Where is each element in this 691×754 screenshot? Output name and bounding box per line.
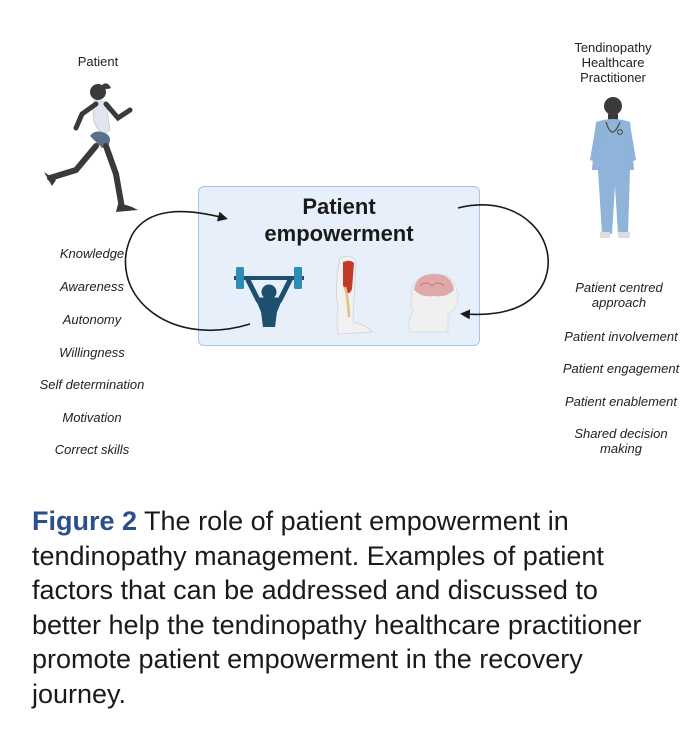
cycle-arrow-right-icon: [457, 204, 549, 320]
empowerment-title-line: Patient: [302, 194, 376, 219]
practitioner-factor: Patient engagement: [546, 361, 691, 376]
practitioner-factor: Shared decision making: [546, 426, 691, 456]
practitioner-label-line: Tendinopathy: [574, 40, 652, 55]
patient-factor: Motivation: [62, 410, 122, 425]
practitioner-factor-line: approach: [591, 295, 647, 310]
practitioner-factor-line: Patient engagement: [562, 361, 680, 376]
weightlifter-icon: [234, 267, 304, 327]
brain-head-icon: [408, 273, 459, 333]
practitioner-factor: Patient involvement: [546, 329, 691, 344]
practitioner-label-line: Healthcare: [581, 55, 645, 70]
empowerment-title: Patient empowerment: [198, 193, 480, 247]
figure-caption: Figure 2 The role of patient empowerment…: [32, 504, 672, 711]
practitioner-factor: Patient centred approach: [544, 280, 691, 310]
patient-factor: Correct skills: [54, 442, 130, 457]
patient-factor: Knowledge: [59, 246, 125, 261]
empowerment-title-line: empowerment: [264, 221, 414, 246]
practitioner-factor-line: Patient enablement: [564, 394, 678, 409]
practitioner-factor: Patient enablement: [546, 394, 691, 409]
practitioner-factor-line: Patient centred: [575, 280, 663, 295]
patient-label: Patient: [77, 54, 119, 69]
patient-factor: Awareness: [59, 279, 125, 294]
practitioner-icon: [590, 97, 636, 238]
practitioner-factor-line: Shared decision: [574, 426, 668, 441]
practitioner-label-line: Practitioner: [580, 70, 646, 85]
runner-icon: [44, 83, 138, 212]
cycle-arrow-left-icon: [124, 210, 251, 331]
leg-tendon-icon: [336, 256, 373, 335]
caption-text: The role of patient empowerment in tendi…: [32, 506, 642, 709]
patient-factor: Self determination: [39, 377, 145, 392]
practitioner-factor-line: Patient involvement: [564, 329, 678, 344]
figure-label: Figure 2: [32, 506, 138, 536]
practitioner-label: Tendinopathy Healthcare Practitioner: [548, 40, 678, 85]
patient-factor: Willingness: [59, 345, 125, 360]
practitioner-factor-line: making: [600, 441, 642, 456]
patient-factor: Autonomy: [62, 312, 122, 327]
